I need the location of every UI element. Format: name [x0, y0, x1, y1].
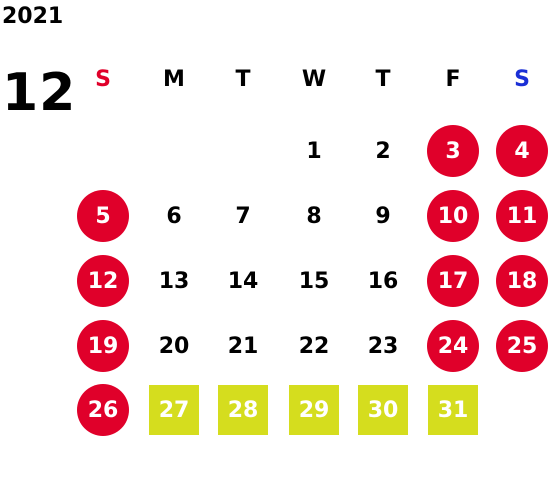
day-cell-20[interactable]: 20	[158, 333, 190, 359]
day-cell-19[interactable]: 19	[77, 320, 129, 372]
day-cell-31[interactable]: 31	[428, 385, 478, 435]
day-cell-5[interactable]: 5	[77, 190, 129, 242]
day-cell-28[interactable]: 28	[218, 385, 268, 435]
day-cell-2[interactable]: 2	[375, 138, 391, 164]
day-cell-30[interactable]: 30	[358, 385, 408, 435]
day-cell-27[interactable]: 27	[149, 385, 199, 435]
day-cell-24[interactable]: 24	[427, 320, 479, 372]
weekday-header: M	[163, 67, 185, 92]
day-cell-1[interactable]: 1	[306, 138, 322, 164]
day-cell-11[interactable]: 11	[496, 190, 548, 242]
weekday-header: T	[235, 67, 251, 92]
weekday-header: S	[514, 67, 530, 92]
weekday-header: S	[95, 67, 111, 92]
day-cell-14[interactable]: 14	[227, 268, 259, 294]
day-cell-15[interactable]: 15	[298, 268, 330, 294]
day-cell-3[interactable]: 3	[427, 125, 479, 177]
day-cell-13[interactable]: 13	[158, 268, 190, 294]
weekday-header: T	[375, 67, 391, 92]
day-cell-9[interactable]: 9	[375, 203, 391, 229]
day-cell-12[interactable]: 12	[77, 255, 129, 307]
day-cell-23[interactable]: 23	[367, 333, 399, 359]
day-cell-21[interactable]: 21	[227, 333, 259, 359]
day-cell-29[interactable]: 29	[289, 385, 339, 435]
weekday-header: F	[445, 67, 461, 92]
day-cell-22[interactable]: 22	[298, 333, 330, 359]
day-cell-16[interactable]: 16	[367, 268, 399, 294]
month-number: 12	[2, 63, 77, 123]
day-cell-26[interactable]: 26	[77, 384, 129, 436]
day-cell-7[interactable]: 7	[235, 203, 251, 229]
day-cell-10[interactable]: 10	[427, 190, 479, 242]
day-cell-4[interactable]: 4	[496, 125, 548, 177]
day-cell-17[interactable]: 17	[427, 255, 479, 307]
year-label: 2021	[2, 4, 64, 29]
weekday-header: W	[301, 67, 327, 92]
day-cell-6[interactable]: 6	[166, 203, 182, 229]
day-cell-8[interactable]: 8	[306, 203, 322, 229]
day-cell-25[interactable]: 25	[496, 320, 548, 372]
day-cell-18[interactable]: 18	[496, 255, 548, 307]
